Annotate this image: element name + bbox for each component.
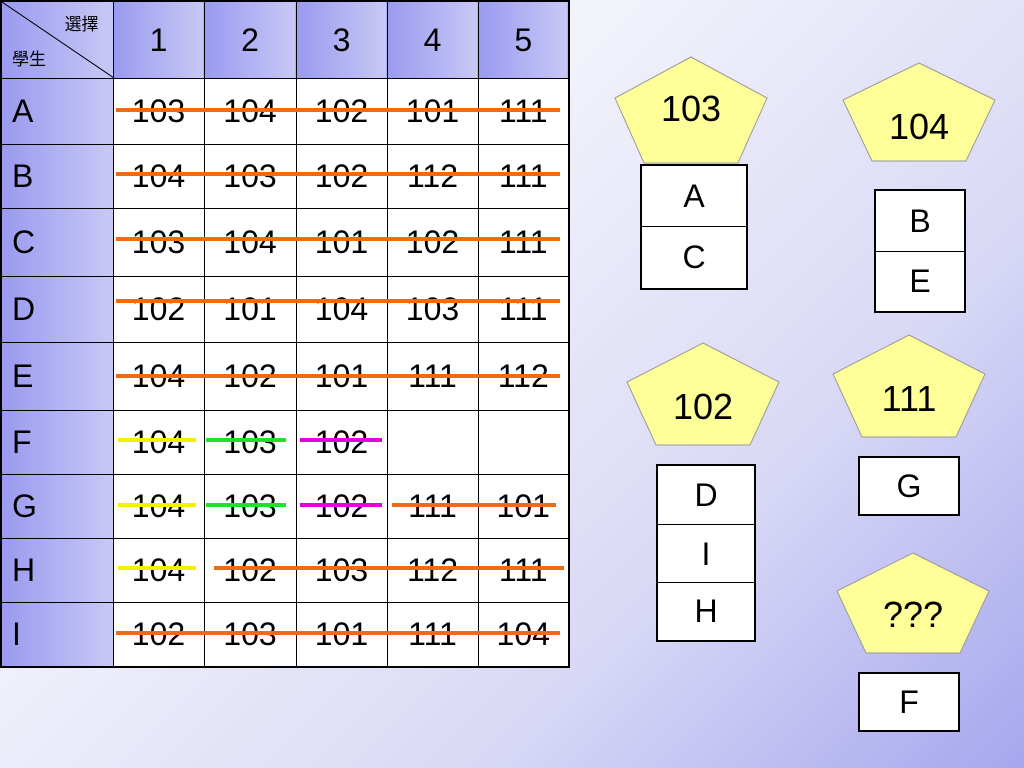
choice-cell: 102 (112, 276, 205, 343)
pentagon-group-102: 102 (626, 342, 780, 446)
pentagon-group-104: 104 (842, 62, 996, 162)
member-H: H (658, 582, 754, 638)
student-name-cell: I (0, 602, 114, 667)
member-box-104: B E (874, 189, 966, 313)
member-box-unknown: F (858, 672, 960, 732)
column-header-3: 3 (295, 0, 388, 79)
choice-cell: 101 (295, 208, 388, 277)
choice-cell: 101 (477, 474, 570, 539)
student-name-cell: B (0, 144, 114, 209)
choice-cell: 103 (386, 276, 479, 343)
choice-cell: 103 (295, 538, 388, 603)
member-A: A (683, 178, 705, 214)
choice-cell: 111 (386, 342, 479, 411)
member-D: D (694, 477, 718, 513)
choice-cell: 104 (203, 208, 297, 277)
student-name-cell: H (0, 538, 114, 603)
choice-cell: 102 (386, 208, 479, 277)
column-header-2: 2 (203, 0, 297, 79)
choice-cell: 101 (203, 276, 297, 343)
corner-student-label: 學生 (12, 50, 46, 70)
corner-choice-label: 選擇 (64, 15, 99, 35)
choice-cell: 111 (477, 208, 570, 277)
choice-cell: 104 (112, 144, 205, 209)
student-name-cell: A (0, 78, 114, 145)
choice-cell: 111 (477, 78, 570, 145)
member-box-111: G (858, 456, 960, 516)
pentagon-label-104: 104 (888, 106, 950, 147)
choice-cell: 104 (477, 602, 570, 667)
table-corner-header: 選擇 學生 (0, 0, 114, 79)
student-name-cell: C (0, 208, 114, 277)
choice-cell: 102 (295, 474, 388, 539)
pentagon-label-unknown: ??? (882, 594, 944, 635)
choice-cell (477, 410, 570, 475)
column-header-5: 5 (477, 0, 570, 79)
pentagon-group-unknown: ??? (836, 552, 990, 654)
member-G: G (896, 468, 922, 504)
pentagon-group-111: 111 (832, 334, 986, 438)
choice-cell: 101 (295, 342, 388, 411)
choice-cell: 112 (386, 144, 479, 209)
member-box-103: A C (640, 164, 748, 290)
choice-cell: 102 (203, 538, 297, 603)
choice-cell: 111 (386, 602, 479, 667)
choice-cell: 104 (203, 78, 297, 145)
choice-cell: 103 (203, 410, 297, 475)
pentagon-label-111: 111 (881, 378, 937, 419)
choice-cell: 111 (477, 144, 570, 209)
member-I: I (658, 524, 754, 582)
student-name-cell: G (0, 474, 114, 539)
pentagon-label-102: 102 (672, 386, 734, 427)
choice-cell: 111 (386, 474, 479, 539)
table-header-row: 選擇 學生 1 2 3 4 5 (0, 0, 570, 79)
choice-cell: 104 (295, 276, 388, 343)
choice-cell: 103 (112, 208, 205, 277)
choice-cell: 112 (477, 342, 570, 411)
student-name-cell: D (0, 276, 114, 343)
choice-cell: 104 (112, 474, 205, 539)
choice-cell: 101 (386, 78, 479, 145)
choice-cell: 103 (203, 144, 297, 209)
member-C: C (642, 226, 746, 286)
student-name-cell: F (0, 410, 114, 475)
choice-cell: 104 (112, 538, 205, 603)
choice-cell: 102 (203, 342, 297, 411)
choice-cell: 103 (203, 474, 297, 539)
choice-cell: 101 (295, 602, 388, 667)
pentagon-label-103: 103 (660, 88, 722, 129)
corner-diagonal (2, 2, 114, 78)
member-E: E (876, 251, 964, 309)
choice-cell: 103 (203, 602, 297, 667)
member-F: F (899, 684, 919, 720)
choice-cell: 102 (295, 410, 388, 475)
member-box-102: D I H (656, 464, 756, 642)
member-B: B (909, 203, 931, 239)
choice-cell: 102 (295, 78, 388, 145)
choice-cell: 104 (112, 342, 205, 411)
choice-cell: 103 (112, 78, 205, 145)
choice-cell: 112 (386, 538, 479, 603)
choice-cell (386, 410, 479, 475)
choice-cell: 111 (477, 276, 570, 343)
column-header-4: 4 (386, 0, 479, 79)
choice-cell: 102 (295, 144, 388, 209)
choice-cell: 104 (112, 410, 205, 475)
student-name-cell: E (0, 342, 114, 411)
choice-cell: 111 (477, 538, 570, 603)
column-header-1: 1 (112, 0, 205, 79)
pentagon-group-103: 103 (614, 56, 768, 164)
choice-cell: 102 (112, 602, 205, 667)
